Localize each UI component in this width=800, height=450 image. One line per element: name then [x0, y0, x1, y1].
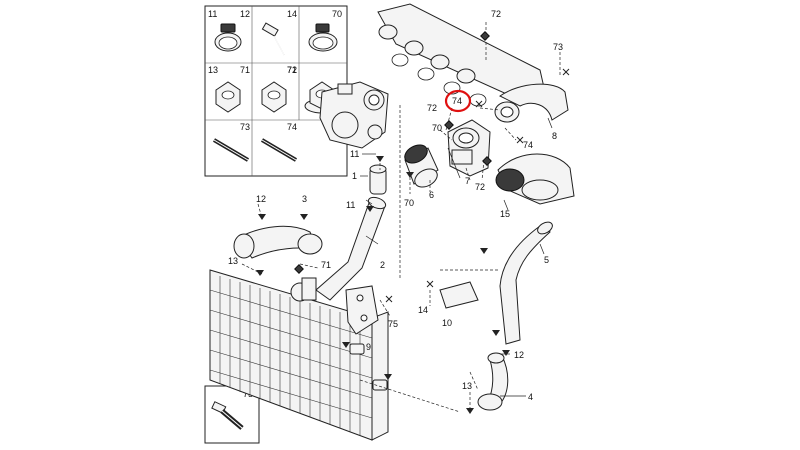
callout-10: 10	[442, 318, 452, 328]
callout-15: 15	[500, 209, 510, 219]
legend-box-75: 75	[204, 385, 260, 444]
callout-13: 13	[228, 256, 238, 266]
callout-70: 70	[432, 123, 442, 133]
bracket-9	[345, 285, 379, 335]
legend-label-71: 71	[287, 65, 297, 75]
callout-13: 13	[462, 381, 472, 391]
pipe-3	[233, 225, 323, 259]
callout-75: 75	[388, 319, 398, 329]
marker-squares	[294, 31, 492, 274]
legend-label-11: 11	[208, 9, 217, 19]
hose-1	[369, 164, 387, 195]
callout-70: 70	[404, 198, 414, 208]
callout-73: 73	[553, 42, 563, 52]
callout-12: 12	[514, 350, 524, 360]
callout-72: 72	[475, 182, 485, 192]
intercooler	[209, 269, 389, 441]
legend-label-12: 12	[240, 9, 250, 19]
highlighted-callout-74[interactable]: 74	[444, 89, 472, 113]
legend-label-72-b: 72	[287, 65, 297, 75]
legend-label-70: 70	[332, 9, 342, 19]
hose-6	[404, 144, 439, 188]
stud-icon	[212, 138, 250, 162]
callout-5: 5	[544, 255, 549, 265]
callout-74: 74	[523, 140, 533, 150]
bracket-10	[439, 281, 479, 309]
callout-8: 8	[552, 131, 557, 141]
callout-71: 71	[321, 260, 331, 270]
bolt-icon	[261, 22, 285, 56]
callout-12: 12	[256, 194, 266, 204]
callout-11: 11	[346, 200, 355, 210]
marker-triangles	[256, 156, 510, 414]
nut-icon	[261, 81, 287, 113]
leader-lines	[241, 22, 561, 413]
callout-6: 6	[429, 190, 434, 200]
callout-7: 7	[465, 176, 470, 186]
elbow-15	[495, 153, 575, 205]
stud-icon	[260, 138, 298, 162]
turbocharger	[319, 81, 389, 149]
egr-pipe	[494, 83, 569, 123]
callout-4: 4	[528, 392, 533, 402]
legend-label-71-b: 71	[240, 65, 250, 75]
marker-crosses	[385, 68, 570, 303]
callout-11: 11	[350, 149, 359, 159]
legend-label-13: 13	[208, 65, 218, 75]
callout-3: 3	[302, 194, 307, 204]
legend-label-14: 14	[287, 9, 297, 19]
callout-72: 72	[427, 103, 437, 113]
bolt-icon	[211, 401, 244, 430]
callout-14: 14	[418, 305, 428, 315]
legend-row-3: 73	[212, 63, 300, 162]
pipe-5	[499, 221, 553, 345]
hose-4	[477, 352, 509, 411]
callout-1: 1	[352, 171, 357, 181]
callout-2: 2	[380, 260, 385, 270]
callout-9: 9	[366, 342, 371, 352]
band-clamp-icon	[308, 23, 338, 52]
callout-labels: 72 73 72 70 74 8 11 1 70 6 7 72 15 11 12…	[228, 9, 563, 402]
throttle-housing	[447, 119, 491, 177]
legend-label-74: 74	[287, 122, 297, 132]
callout-74-highlighted: 74	[452, 96, 462, 106]
hose-clamp-icon	[214, 23, 242, 52]
nut-icon	[215, 81, 241, 113]
legend-label-73: 73	[240, 122, 250, 132]
pipe-2	[290, 196, 387, 302]
callout-72: 72	[491, 9, 501, 19]
